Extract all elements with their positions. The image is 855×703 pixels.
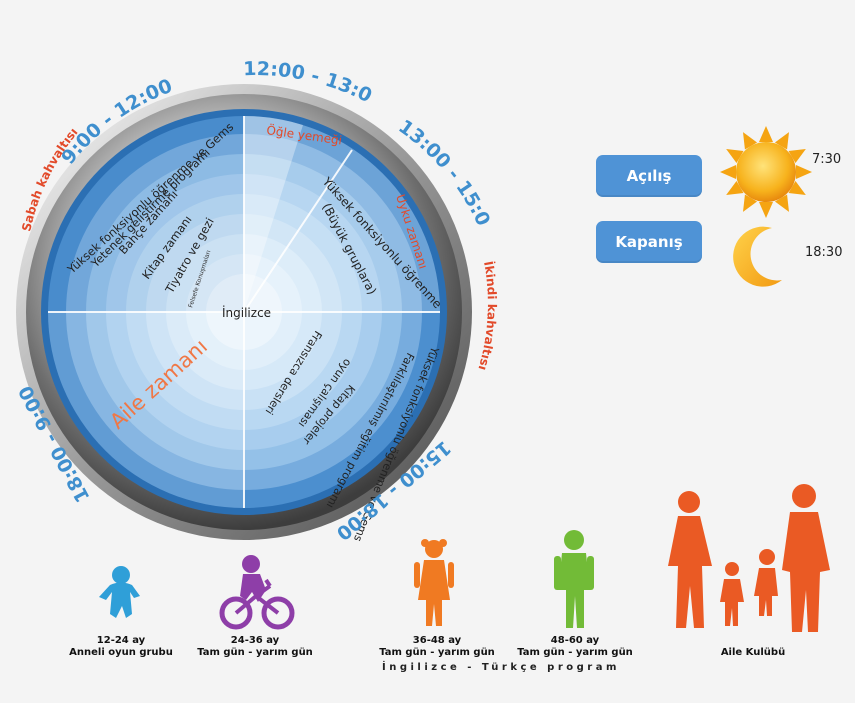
group-age-4: 48-60 ay	[550, 635, 600, 646]
wheel-segments	[48, 115, 440, 508]
group-label-1: Anneli oyun grubu	[69, 647, 173, 658]
moon-icon	[733, 226, 782, 287]
group-label-3: Tam gün - yarım gün	[379, 647, 495, 658]
girl-silhouette-icon	[414, 539, 454, 626]
group-label-5: Aile Kulübü	[720, 647, 786, 658]
closing-label: Kapanış	[615, 233, 683, 251]
center-label: İngilizce	[222, 305, 271, 320]
opening-label: Açılış	[626, 167, 672, 185]
group-age-2: 24-36 ay	[230, 635, 280, 646]
opening-time: 7:30	[812, 152, 842, 167]
group-caption-3: 36-48 ay Tam gün - yarım gün	[362, 635, 512, 659]
group-age-3: 36-48 ay	[412, 635, 462, 646]
sun-icon	[720, 126, 812, 218]
opening-hours-button[interactable]: Açılış	[596, 155, 702, 197]
baby-silhouette-icon	[99, 566, 140, 618]
boy-silhouette-icon	[554, 530, 594, 628]
afternoon-snack-label: İkindi kahvaltısı	[475, 260, 498, 372]
family-silhouette-icon	[668, 484, 830, 632]
child-bike-silhouette-icon	[219, 555, 295, 630]
closing-time: 18:30	[805, 245, 843, 260]
group-caption-4: 48-60 ay Tam gün - yarım gün	[500, 635, 650, 659]
group-label-4: Tam gün - yarım gün	[517, 647, 633, 658]
group-age-1: 12-24 ay	[96, 635, 146, 646]
group-caption-2: 24-36 ay Tam gün - yarım gün	[180, 635, 330, 659]
group-caption-1: 12-24 ay Anneli oyun grubu	[46, 635, 196, 659]
closing-hours-button[interactable]: Kapanış	[596, 221, 702, 263]
group-label-2: Tam gün - yarım gün	[197, 647, 313, 658]
group-caption-5: Aile Kulübü	[678, 647, 828, 659]
program-label: İngilizce - Türkçe program	[382, 662, 620, 673]
